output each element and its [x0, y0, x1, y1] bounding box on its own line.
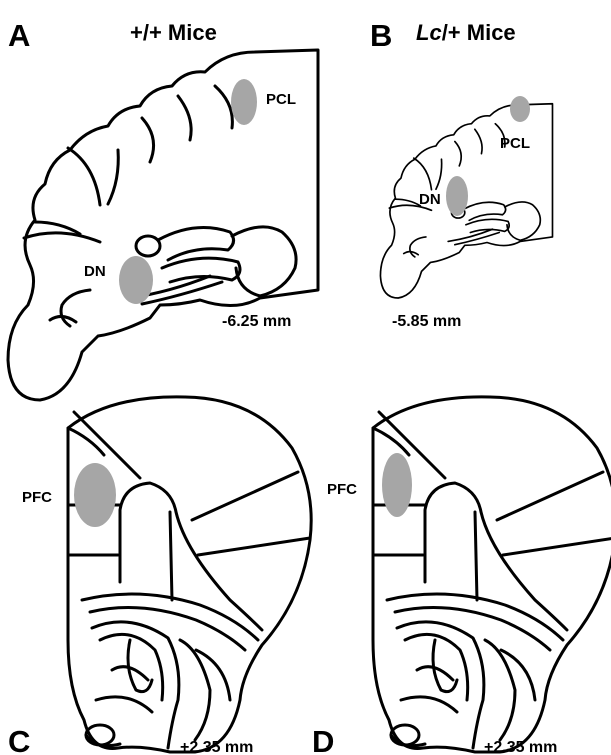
pcl-site-a	[231, 79, 257, 125]
pcl-site-b	[510, 96, 530, 122]
panel-d: PFC D +2.35 mm	[312, 397, 611, 755]
panel-letter-c: C	[8, 724, 30, 755]
dn-label-a: DN	[84, 263, 106, 280]
coordinate-b: -5.85 mm	[392, 313, 461, 330]
pcl-label-b: PCL	[500, 135, 530, 152]
pfc-site-d	[382, 453, 412, 517]
coronal-section-c	[68, 397, 311, 752]
pcl-label-a: PCL	[266, 91, 296, 108]
coronal-section-d	[373, 397, 611, 752]
panel-a-heading: +/+ Mice	[130, 20, 217, 45]
dn-site-b	[446, 176, 468, 216]
panel-b: B Lc/+ Mice PCL DN -5.85 mm	[370, 18, 552, 330]
dn-site-a	[119, 256, 153, 304]
panel-letter-a: A	[8, 18, 30, 53]
pfc-label-d: PFC	[327, 481, 357, 498]
panel-c: PFC C +2.35 mm	[8, 397, 311, 755]
coordinate-d: +2.35 mm	[484, 739, 557, 755]
panel-a: A +/+ Mice PCL DN -6.25 mm	[8, 18, 318, 400]
panel-b-heading-italic: Lc	[416, 20, 442, 45]
panel-letter-d: D	[312, 724, 334, 755]
pfc-label-c: PFC	[22, 489, 52, 506]
dn-label-b: DN	[419, 191, 441, 208]
pfc-site-c	[74, 463, 116, 527]
panel-letter-b: B	[370, 18, 392, 53]
coordinate-c: +2.35 mm	[180, 739, 253, 755]
coordinate-a: -6.25 mm	[222, 313, 291, 330]
panel-b-heading-rest: /+ Mice	[442, 20, 516, 45]
panel-b-heading: Lc/+ Mice	[416, 20, 516, 45]
